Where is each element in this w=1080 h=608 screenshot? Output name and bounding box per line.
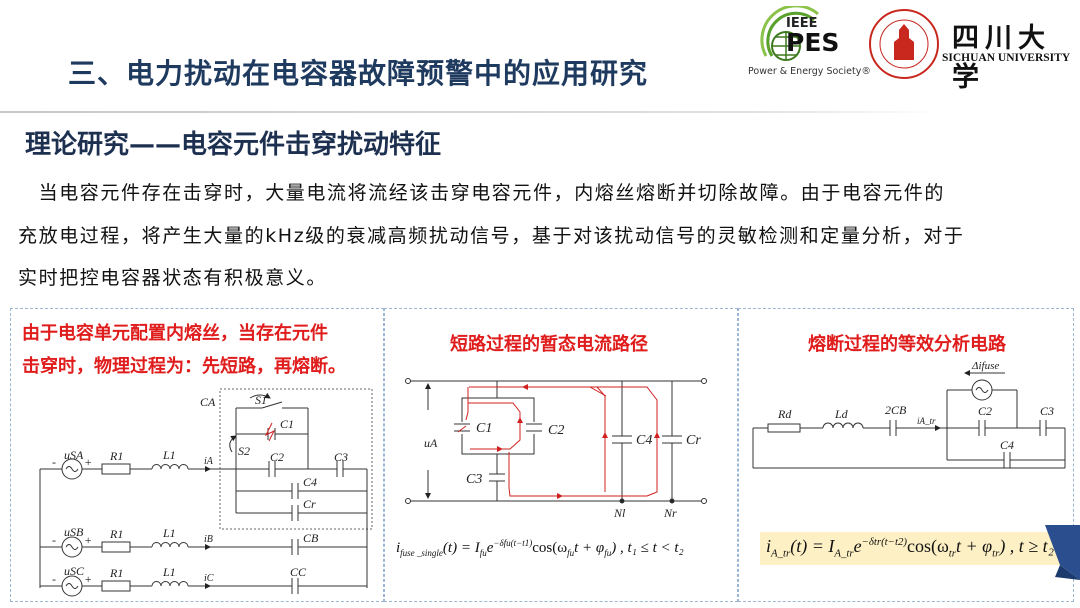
phase-row-b: [40, 536, 367, 558]
scu-english-name: SICHUAN UNIVERSITY: [942, 52, 1071, 64]
label-minus: -: [52, 572, 56, 586]
label-rd: Rd: [777, 407, 792, 421]
pes-ieee-text: IEEE: [786, 16, 818, 31]
label-ca: CA: [200, 395, 216, 409]
label-r1: R1: [109, 449, 123, 463]
header-divider: [0, 111, 940, 113]
formula-part: A_tr: [771, 547, 791, 560]
ieee-pes-logo: IEEE PES Power & Energy Society®: [748, 4, 871, 80]
middle-short-circuit: [405, 378, 707, 504]
formula-part: e: [853, 536, 862, 556]
label-cr: Cr: [303, 497, 316, 511]
corner-decoration: [1045, 525, 1080, 580]
label-r1: R1: [109, 527, 123, 541]
formula-part: cos(ω: [906, 536, 949, 556]
formula-part: ) , t₁ ≤ t < t₂: [611, 540, 684, 556]
formula-part: tr: [948, 547, 956, 560]
transient-current-formula: iA_tr(t) = IA_tre−δtr(t−t2)cos(ωtrt + φt…: [766, 536, 1054, 560]
formula-part: i: [766, 536, 772, 556]
formula-part: A_tr: [834, 547, 854, 560]
formula-part: tr: [992, 547, 1000, 560]
middle-caption: 短路过程的暂态电流路径: [450, 334, 648, 355]
label-c3: C3: [466, 472, 482, 487]
phase-row-c: [40, 575, 367, 597]
slide-title: 三、电力扰动在电容器故障预警中的应用研究: [68, 57, 649, 90]
formula-part: t + φ: [574, 540, 605, 556]
label-ia-tr: iA_tr: [917, 416, 936, 426]
left-caption-line: 由于电容单元配置内熔丝，当存在元件: [22, 323, 328, 344]
label-cc: CC: [290, 565, 307, 579]
body-text-line: 当电容元件存在击穿时，大量电流将流经该击穿电容元件，内熔丝熔断并切除故障。由于电…: [18, 182, 946, 204]
formula-part: ) , t ≥ t₂: [999, 536, 1054, 556]
label-2cb: 2CB: [885, 403, 907, 417]
section-subtitle: 理论研究——电容元件击穿扰动特征: [25, 130, 442, 160]
label-c2: C2: [978, 404, 992, 418]
label-c1: C1: [476, 421, 492, 436]
formula-part: fu: [604, 548, 612, 558]
formula-part: i: [396, 540, 401, 556]
label-delta-ifuse: Δifuse: [971, 360, 999, 372]
label-nl: Nl: [613, 506, 626, 520]
formula-part: cos(ω: [532, 540, 568, 556]
label-c1: C1: [280, 417, 294, 431]
label-usc: uSC: [64, 564, 85, 578]
label-plus: +: [84, 572, 92, 586]
label-ib: iB: [204, 534, 213, 545]
formula-part: fu: [567, 548, 575, 558]
formula-part: fu: [479, 548, 487, 558]
left-caption-line: 击穿时，物理过程为：先短路，再熔断。: [22, 356, 346, 377]
label-s2: S2: [238, 444, 250, 458]
body-text-line: 充放电过程，将产生大量的kHz级的衰减高频扰动信号，基于对该扰动信号的灵敏检测和…: [18, 225, 965, 247]
formula-highlight: [760, 532, 1060, 565]
scu-chinese-name: 四川大学: [952, 23, 1051, 93]
label-nr: Nr: [663, 506, 677, 520]
label-ld: Ld: [834, 407, 849, 421]
formula-part: t + φ: [956, 536, 993, 556]
formula-part: −δtr(t−t2): [861, 536, 907, 548]
label-c2: C2: [548, 423, 564, 438]
label-ic: iC: [204, 573, 214, 584]
label-cb: CB: [303, 531, 319, 545]
label-c3: C3: [334, 450, 348, 464]
formula-part: (t) = I: [790, 536, 835, 556]
label-plus: +: [84, 533, 92, 547]
label-s1: S1: [255, 393, 267, 407]
formula-part: −δfu(t−t1): [493, 538, 533, 548]
label-c3: C3: [1040, 404, 1054, 418]
label-usb: uSB: [64, 525, 84, 539]
sichuan-university-seal: [868, 8, 940, 80]
label-minus: -: [52, 455, 56, 469]
label-ia: iA: [204, 456, 214, 467]
label-usa: uSA: [64, 448, 84, 462]
pes-main-text: PES: [786, 28, 840, 57]
panel-physical-process: [10, 308, 384, 602]
formula-part: (t) = I: [442, 540, 480, 556]
panel-short-circuit-path: [384, 308, 738, 602]
label-minus: -: [52, 533, 56, 547]
label-cr: Cr: [686, 433, 701, 448]
label-c2: C2: [270, 450, 284, 464]
formula-part: e: [486, 540, 494, 556]
body-text-line: 实时把控电容器状态有积极意义。: [18, 267, 328, 289]
label-plus: +: [84, 455, 92, 469]
right-caption: 熔断过程的等效分析电路: [808, 334, 1006, 355]
phase-row-a: [40, 392, 367, 521]
label-c4: C4: [1000, 438, 1014, 452]
label-l1: L1: [162, 565, 176, 579]
label-ua: uA: [424, 436, 438, 450]
left-three-phase-circuit: [39, 388, 373, 597]
label-l1: L1: [162, 526, 176, 540]
panel-fuse-analysis: [738, 308, 1074, 602]
formula-part: fuse _single: [400, 548, 443, 558]
globe-icon: [760, 4, 819, 61]
label-c4: C4: [636, 433, 652, 448]
pes-caption: Power & Energy Society®: [748, 66, 871, 77]
fuse-single-current-formula: ifuse _single(t) = Ifue−δfu(t−t1)cos(ωfu…: [396, 538, 684, 558]
right-fuse-circuit: [752, 370, 1066, 469]
fault-current-path: [465, 384, 660, 499]
label-c4: C4: [303, 475, 317, 489]
label-r1: R1: [109, 566, 123, 580]
label-l1: L1: [162, 448, 176, 462]
